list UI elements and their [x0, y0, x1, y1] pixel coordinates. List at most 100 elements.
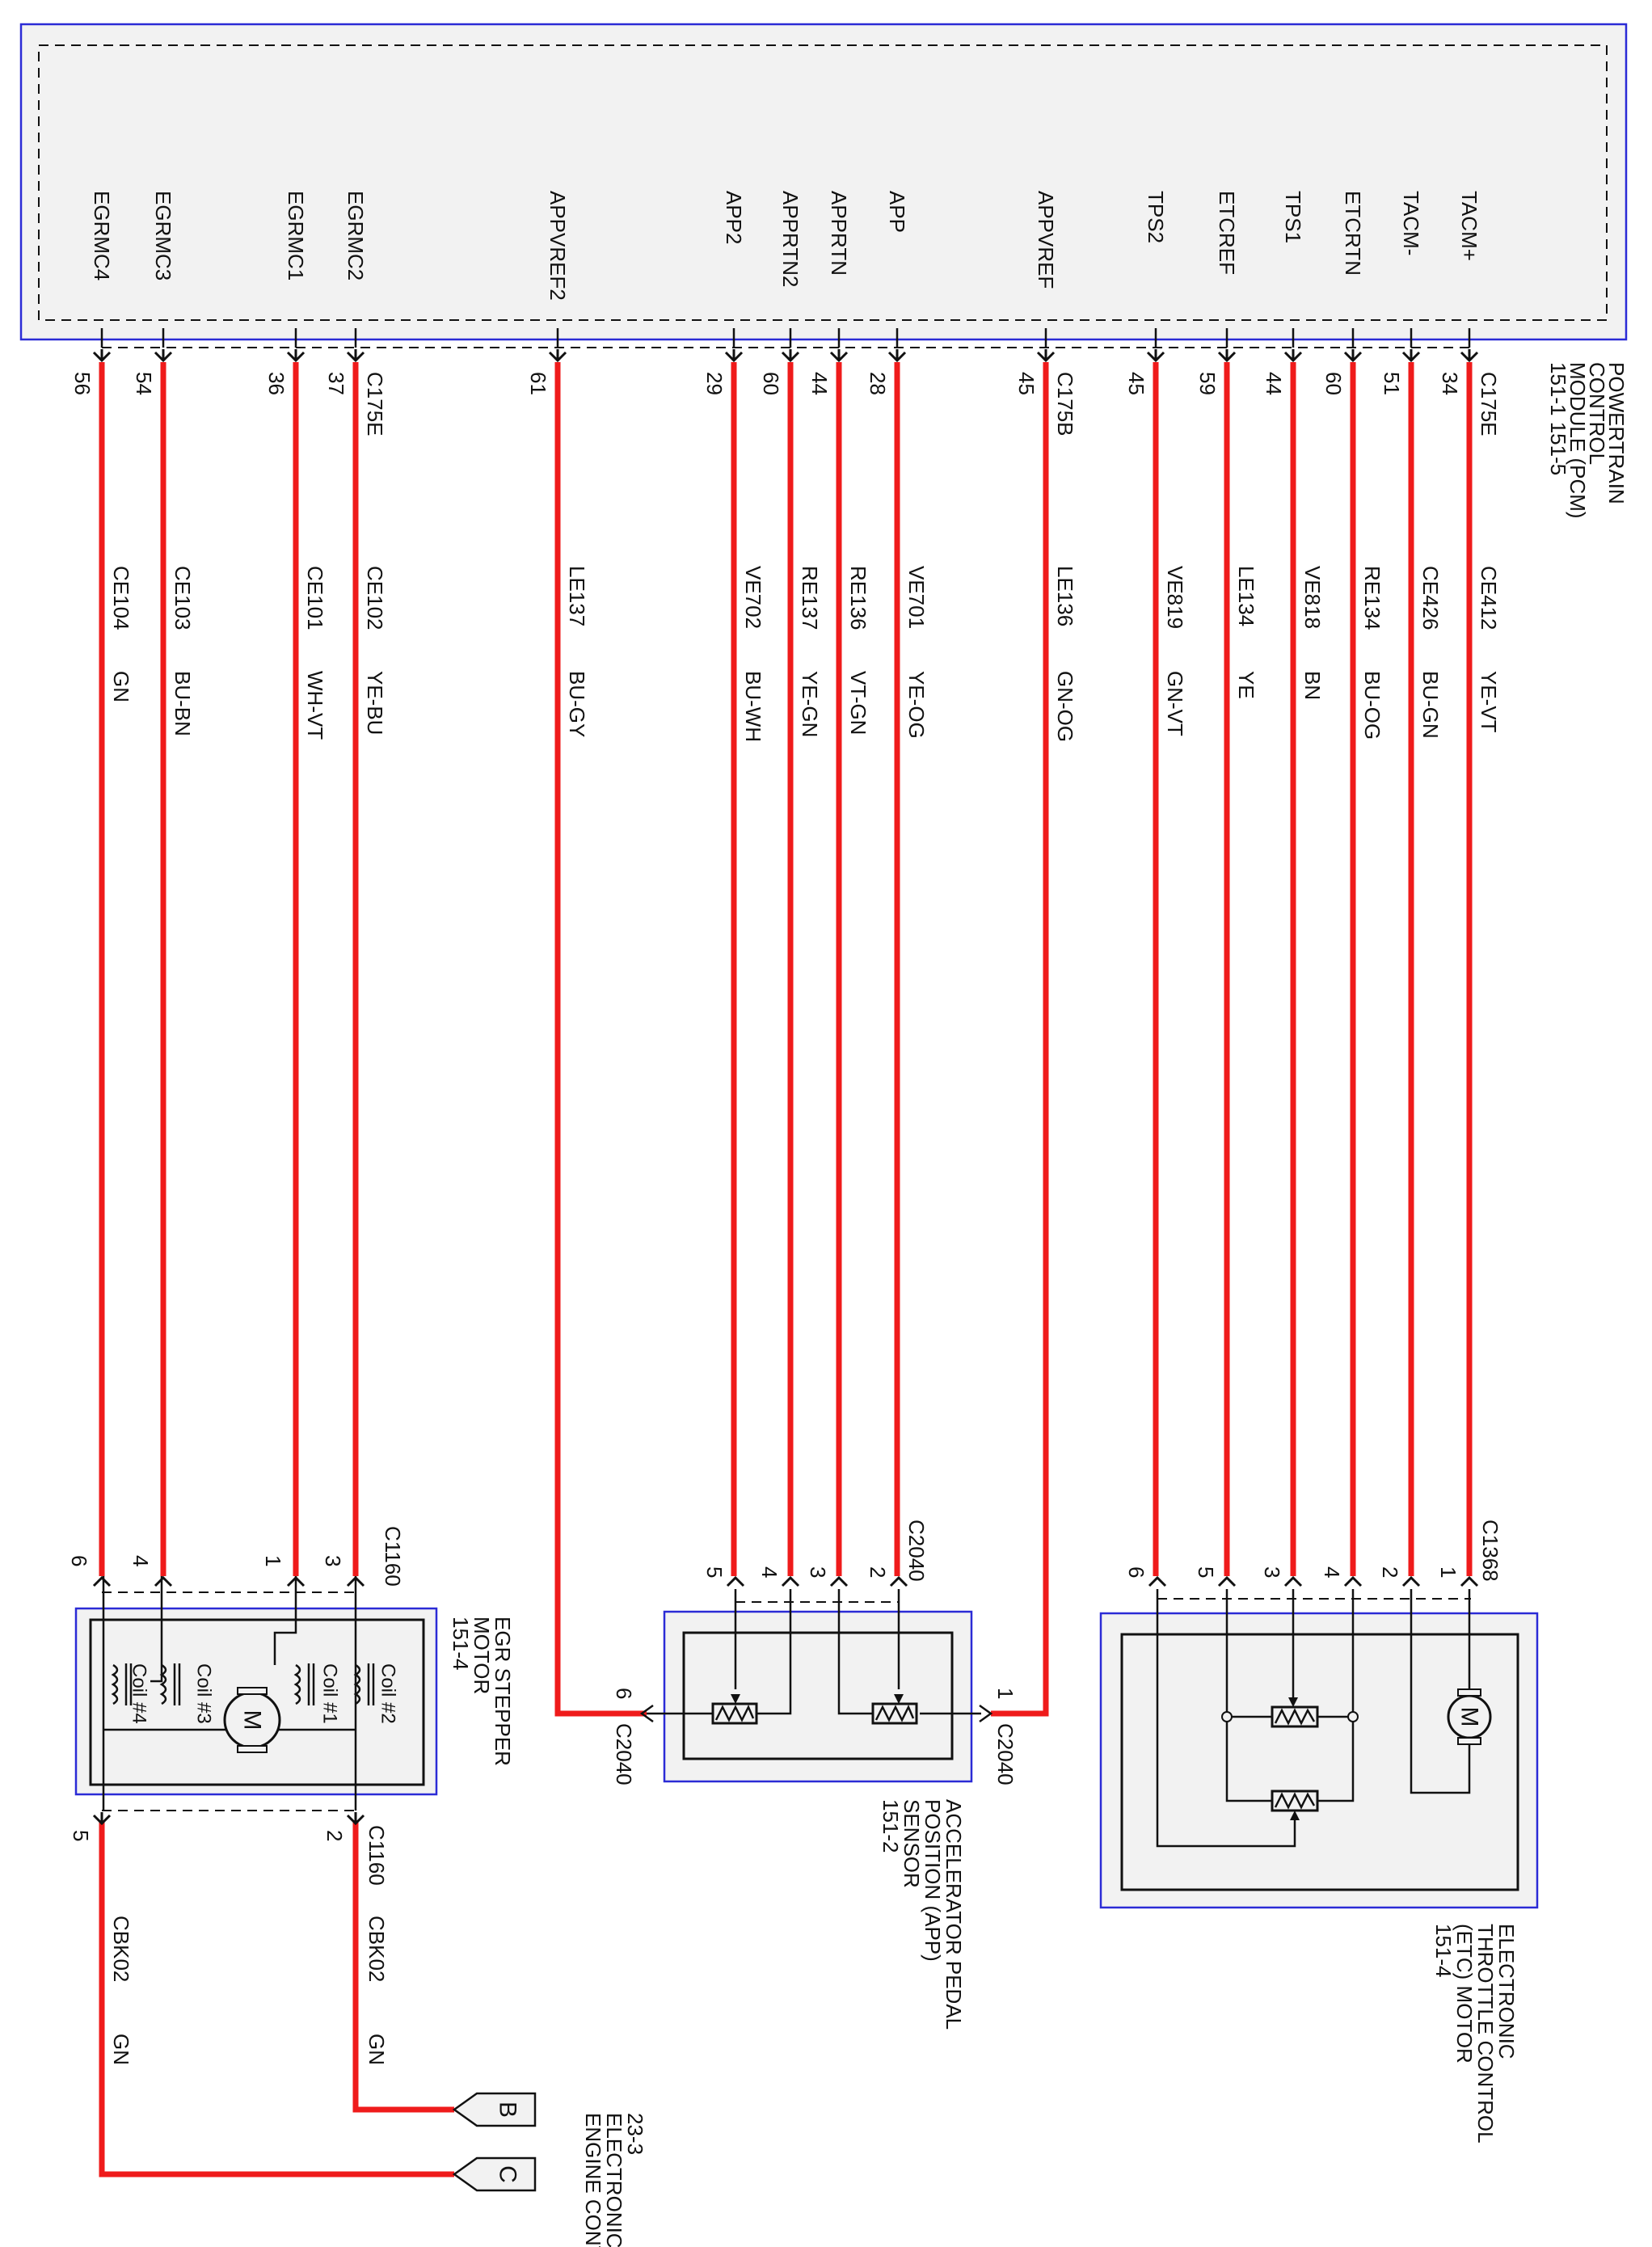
pcm-signal-label: EGRMC2: [343, 191, 368, 280]
pcm-signal-label: APPRTN2: [778, 191, 803, 287]
egr-internal-wire: [150, 1576, 163, 1683]
etc-pin-arrow-icon: [1217, 1575, 1237, 1587]
egr-pin-number: 6: [67, 1555, 91, 1566]
app-title-line: ACCELERATOR PEDAL: [942, 1799, 966, 2030]
etc-pin-arrow-icon: [1283, 1575, 1303, 1587]
wire-color: VT-GN: [846, 671, 870, 735]
pcm-signal-label: EGRMC3: [151, 191, 175, 280]
wire-color: GN-VT: [1163, 671, 1187, 736]
wire-color: BU-OG: [1360, 671, 1384, 740]
etc-internal-wire: [1410, 1589, 1471, 1794]
etc-internal-wire: [1156, 1589, 1296, 1848]
circuit-id: VE818: [1300, 566, 1325, 629]
pcm-pin-number: 60: [759, 372, 783, 395]
circuit-id: LE136: [1053, 566, 1077, 626]
pcm-connector-id: C175E: [363, 372, 387, 436]
etc-title-line: 151-4: [1431, 1924, 1456, 1978]
connector-arrow-icon: [639, 1704, 654, 1723]
wire-cbk02-b: [352, 1820, 454, 2113]
app-pin-arrow-icon: [781, 1575, 800, 1587]
egr-coil-label: Coil #1: [319, 1663, 341, 1724]
wiper-arrow-icon: [1290, 1811, 1300, 1820]
ref-flag-c: [452, 2156, 537, 2192]
egr-pin-arrow-icon: [346, 1575, 365, 1587]
pcm-box: [19, 23, 1628, 341]
pcm-signal-label: ETCRTN: [1341, 191, 1365, 276]
circuit-id: CE426: [1418, 566, 1443, 630]
etc-inner: [1120, 1633, 1519, 1891]
egr-title-line: MOTOR: [470, 1617, 494, 1694]
wire-appvref: [991, 362, 1049, 1717]
pcm-pin-number: 45: [1014, 372, 1039, 395]
wire-color: GN: [365, 2034, 389, 2065]
egr-coil-label: Coil #2: [377, 1663, 399, 1724]
circuit-id: RE137: [798, 566, 822, 630]
app-internal-wire: [755, 1589, 792, 1715]
circuit-id: CE412: [1477, 566, 1501, 630]
circuit-id: RE134: [1360, 566, 1384, 630]
app-inner: [682, 1631, 954, 1760]
wires: [99, 362, 1473, 2177]
etc-pin-number: 4: [1320, 1566, 1344, 1578]
app-left-pin: 6: [612, 1688, 636, 1699]
etc-pin-number: 3: [1260, 1566, 1284, 1578]
circuit-id: RE136: [846, 566, 870, 630]
pcm-pin-number: 61: [526, 372, 550, 395]
etc-pin-arrow-icon: [1343, 1575, 1363, 1587]
wire-color: BU-BN: [171, 671, 195, 736]
wire-color: BU-GN: [1418, 671, 1443, 739]
app-pin-number: 4: [757, 1566, 782, 1578]
pcm-pin-number: 44: [1262, 372, 1286, 395]
ref-b-label: B: [495, 2102, 521, 2118]
etc-pin-number: 2: [1378, 1566, 1402, 1578]
egr-connector-id: C1160: [381, 1526, 405, 1587]
engine-controls-title-line: 23-3: [623, 2113, 647, 2155]
pcm-signal-label: EGRMC4: [90, 191, 114, 280]
circuit-id: VE819: [1163, 566, 1187, 629]
pcm-connector-id: C175E: [1477, 372, 1501, 436]
engine-controls-title-line: ELECTRONIC: [602, 2113, 626, 2247]
egr-pin-arrow-icon: [154, 1575, 173, 1587]
pcm-pin-number: 60: [1321, 372, 1346, 395]
app-title-line: POSITION (APP): [921, 1799, 945, 1962]
egr-title-line: EGR STEPPER: [491, 1617, 515, 1766]
resistor-zigzag: [1274, 1708, 1316, 1726]
egr-title-line: 151-4: [449, 1617, 473, 1671]
pcm-signal-label: APPVREF: [1034, 191, 1058, 289]
app-internal-wire: [837, 1589, 873, 1715]
motor-brush: [1457, 1688, 1481, 1697]
egr-pin-number: 1: [261, 1555, 285, 1566]
egr-coil-label: Coil #4: [129, 1663, 150, 1724]
circuit-id: LE137: [565, 566, 589, 626]
motor-brush: [237, 1687, 268, 1695]
pcm-signal-label: TACM-: [1399, 191, 1423, 255]
circuit-id: VE701: [904, 566, 929, 629]
pcm-signal-label: APPVREF2: [546, 191, 570, 301]
wire-color: YE-BU: [363, 671, 387, 735]
wire-cbk02-c: [99, 1820, 454, 2177]
pcm-pin-number: 29: [702, 372, 727, 395]
circuit-id: VE702: [741, 566, 765, 629]
wire-appvref2: [554, 362, 647, 1717]
wire-color: BU-GY: [565, 671, 589, 737]
circuit-id: CE102: [363, 566, 387, 630]
etc-internal-wire: [1225, 1589, 1272, 1802]
pcm-pin-number: 45: [1124, 372, 1148, 395]
etc-pin-number: 5: [1194, 1566, 1218, 1578]
wire-color: BU-WH: [741, 671, 765, 742]
etc-internal-wire: [1317, 1589, 1355, 1802]
wiper-arrow-icon: [894, 1694, 904, 1704]
pcm-title-line: 151-1 151-5: [1546, 362, 1570, 475]
pcm-pin-number: 51: [1380, 372, 1404, 395]
pcm-signal-label: TPS2: [1144, 191, 1168, 243]
pcm-signal-label: APP2: [722, 191, 746, 245]
wire-color: GN: [109, 671, 133, 702]
coil-2-icon: [353, 1663, 361, 1705]
app-right-connector: C2040: [993, 1723, 1018, 1785]
pcm-signal-label: EGRMC1: [284, 191, 308, 280]
wire-color: YE-GN: [798, 671, 822, 737]
